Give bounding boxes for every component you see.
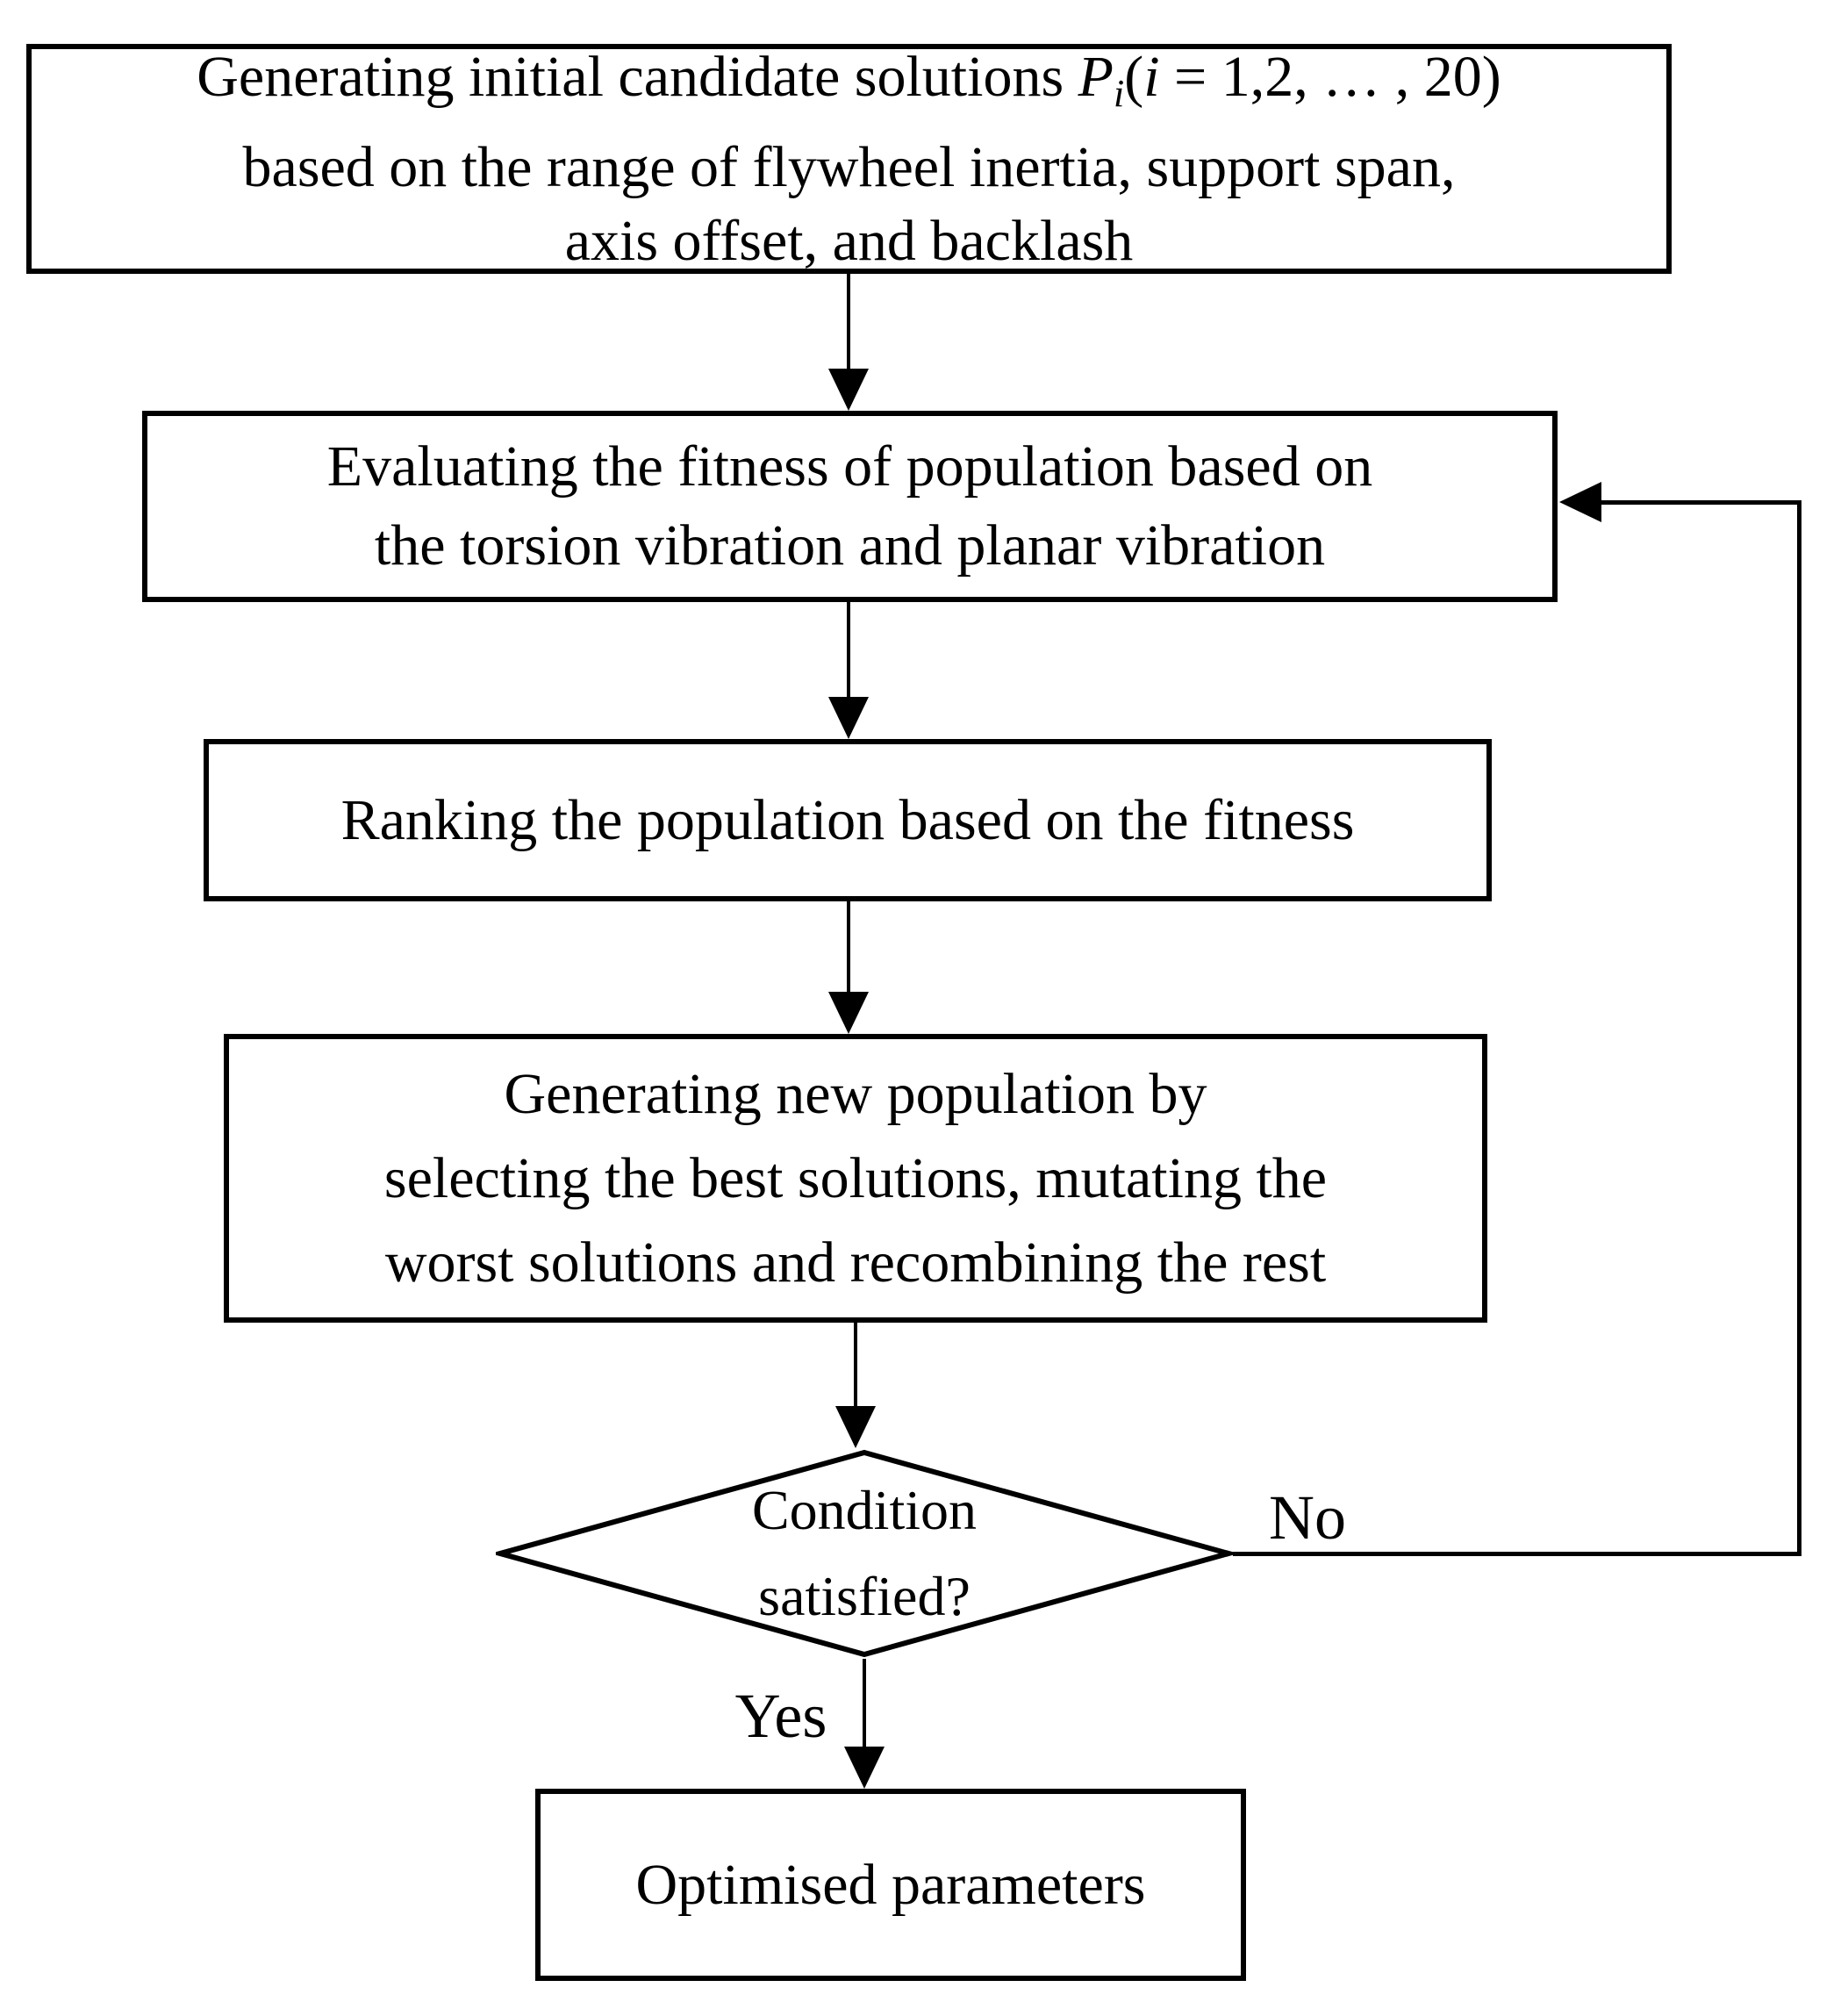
generate-initial-line2: based on the range of flywheel inertia, … bbox=[242, 134, 1456, 199]
rank-population-line1: Ranking the population based on the fitn… bbox=[340, 787, 1355, 852]
process-box-evaluate-fitness: Evaluating the fitness of population bas… bbox=[142, 411, 1558, 602]
generate-new-line2: selecting the best solutions, mutating t… bbox=[383, 1145, 1328, 1210]
process-box-rank-population: Ranking the population based on the fitn… bbox=[204, 739, 1492, 901]
arrowhead-left-icon bbox=[1559, 482, 1601, 522]
label-yes: Yes bbox=[734, 1681, 827, 1751]
generate-initial-line1: Generating initial candidate solutions P… bbox=[197, 44, 1501, 115]
arrowhead-down-1-icon bbox=[828, 369, 869, 411]
evaluate-fitness-line1: Evaluating the fitness of population bas… bbox=[326, 434, 1373, 499]
optimised-line1: Optimised parameters bbox=[635, 1852, 1146, 1917]
process-box-optimised-parameters: Optimised parameters bbox=[535, 1789, 1246, 1981]
feedback-line-bottom bbox=[1233, 1552, 1801, 1556]
feedback-line-vertical bbox=[1797, 500, 1801, 1556]
connector-line-1 bbox=[847, 274, 850, 372]
arrowhead-down-5-icon bbox=[844, 1747, 885, 1789]
evaluate-fitness-line2: the torsion vibration and planar vibrati… bbox=[374, 513, 1326, 578]
connector-line-4 bbox=[854, 1323, 857, 1410]
decision-label: Condition satisfied? bbox=[496, 1448, 1233, 1659]
connector-line-2 bbox=[847, 602, 850, 700]
arrowhead-down-4-icon bbox=[835, 1406, 876, 1448]
process-box-generate-initial-solutions: Generating initial candidate solutions P… bbox=[26, 44, 1672, 274]
feedback-line-top bbox=[1599, 500, 1801, 505]
decision-line1: Condition bbox=[751, 1479, 978, 1541]
generate-new-line1: Generating new population by bbox=[504, 1061, 1207, 1126]
generate-new-line3: worst solutions and recombining the rest bbox=[384, 1230, 1327, 1295]
arrowhead-down-2-icon bbox=[828, 697, 869, 739]
decision-diamond bbox=[496, 1449, 1233, 1658]
connector-line-3 bbox=[847, 901, 850, 995]
connector-line-yes bbox=[863, 1659, 866, 1750]
arrowhead-down-3-icon bbox=[828, 992, 869, 1034]
label-no: No bbox=[1269, 1482, 1346, 1553]
generate-initial-line3: axis offset, and backlash bbox=[564, 208, 1134, 273]
process-box-generate-new-population: Generating new population by selecting t… bbox=[224, 1034, 1487, 1323]
decision-line2: satisfied? bbox=[758, 1565, 971, 1627]
